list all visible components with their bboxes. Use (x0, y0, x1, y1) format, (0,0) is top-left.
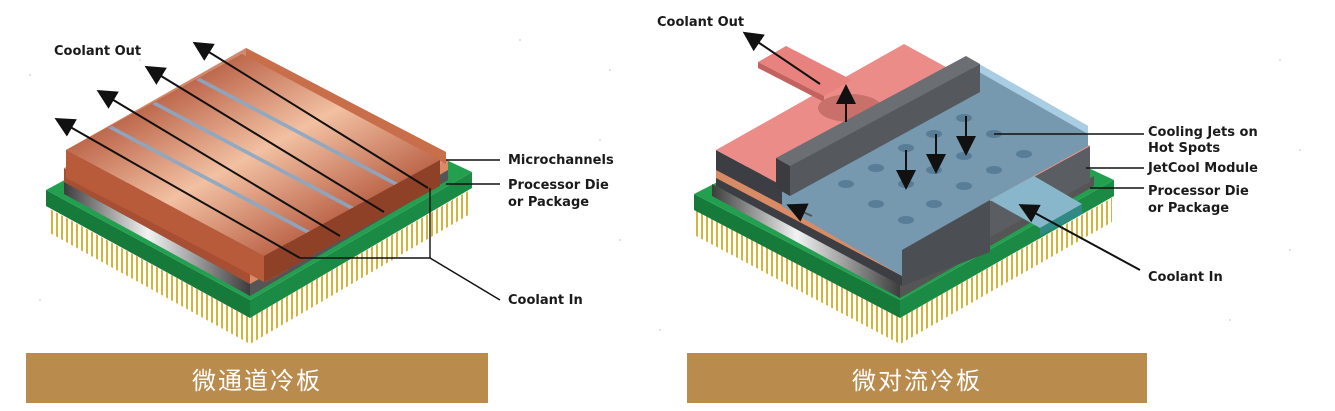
right-jet-arrows (742, 31, 1141, 271)
background-dots (29, 39, 1301, 331)
left-title-banner: 微通道冷板 (26, 353, 488, 403)
right-jet-dots (838, 114, 1032, 224)
left-leaders (300, 159, 501, 301)
left-processor-label-line2: or Package (508, 195, 590, 210)
left-channel-gaps (108, 78, 398, 233)
left-pins (48, 208, 250, 344)
right-processor-label-line2: or Package (1148, 201, 1230, 216)
right-processor-label-line1: Processor Die (1148, 184, 1249, 199)
right-cooling-jets-label-line1: Cooling Jets on (1148, 125, 1258, 140)
left-die-metal (64, 182, 250, 296)
left-microchannels-label: Microchannels (508, 153, 614, 168)
left-processor-label-line1: Processor Die (508, 178, 609, 193)
right-device (694, 31, 1144, 344)
right-coolant-in-label: Coolant In (1148, 270, 1223, 285)
right-gray-wall (776, 56, 980, 166)
right-inlet-tube (990, 176, 1082, 228)
right-cooling-jets-label-line2: Hot Spots (1148, 141, 1221, 156)
left-flow-arrows (54, 41, 429, 259)
right-jetcool-module-label: JetCool Module (1148, 161, 1258, 176)
left-pcb-side (46, 190, 250, 318)
right-title-banner: 微对流冷板 (687, 353, 1147, 403)
right-leaders (994, 133, 1144, 189)
right-coolant-out-label: Coolant Out (657, 15, 745, 30)
left-coolant-in-label: Coolant In (508, 293, 583, 308)
left-coolant-out-label: Coolant Out (54, 44, 142, 59)
left-device (46, 41, 501, 344)
